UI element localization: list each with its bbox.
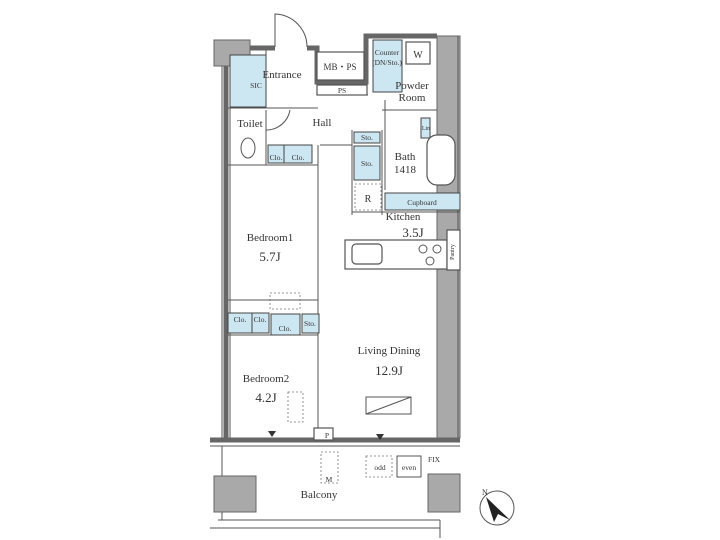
meter-label: M (326, 475, 333, 484)
furniture-outline (269, 292, 301, 310)
north-label: N (482, 488, 488, 497)
closet-1-label: Clo. (270, 153, 283, 162)
closet-5 (270, 313, 301, 336)
living-dining-label: Living Dining (358, 345, 421, 357)
washer-label: W (413, 50, 423, 61)
outdoor-unit-odd (365, 455, 393, 478)
refrigerator-label: R (365, 194, 372, 205)
stove-burner (432, 244, 442, 254)
cupboard (384, 192, 461, 211)
storage-small (353, 131, 381, 144)
pipe-label: P (325, 431, 329, 440)
pantry-label: Pantry (450, 244, 456, 260)
bath-size: 1418 (394, 164, 417, 176)
column-bottom-right (427, 473, 461, 513)
stove-burner (418, 244, 428, 254)
mb-ps-label: MB・PS (323, 62, 356, 72)
odd-label: odd (374, 463, 386, 472)
toilet-label: Toilet (237, 118, 263, 130)
outdoor-unit-even (396, 455, 422, 478)
column-bottom-left (213, 475, 257, 513)
powder-room-label-2: Room (399, 92, 426, 104)
refrigerator-space (354, 183, 382, 211)
counter-storage (372, 39, 403, 93)
balcony-label: Balcony (301, 489, 338, 501)
washer-space (405, 41, 431, 65)
window-marker (376, 434, 384, 440)
closet-2-label: Clo. (292, 153, 305, 162)
window-marker (268, 431, 276, 437)
kitchen-size: 3.5J (402, 225, 423, 240)
bathtub (426, 134, 456, 186)
compass-circle (479, 490, 515, 526)
linen-storage (420, 117, 431, 139)
sink (351, 243, 383, 265)
cupboard-label: Cupboard (407, 198, 437, 207)
closet-4 (251, 312, 270, 334)
entrance-label: Entrance (262, 69, 301, 81)
pipe-space (313, 427, 334, 441)
closet-3-label: Clo. (234, 315, 247, 324)
pantry (446, 229, 461, 271)
storage-small-label: Sto. (361, 133, 373, 142)
meter-box (320, 451, 339, 484)
bedroom2-label: Bedroom2 (243, 373, 289, 385)
ps-shaft (316, 84, 368, 96)
storage-3 (301, 313, 320, 334)
counter-sub-label: (DN/Sto.) (372, 58, 402, 67)
fix-label: FIX (428, 455, 441, 464)
dining-table (365, 396, 412, 415)
storage (353, 145, 381, 181)
even-label: even (402, 463, 416, 472)
storage-3-label: Sto. (304, 319, 316, 328)
ps-label: PS (338, 86, 346, 95)
bedroom2-size: 4.2J (255, 390, 276, 405)
closet-5-label: Clo. (279, 324, 292, 333)
bath-label: Bath (395, 151, 416, 163)
storage-label: Sto. (361, 159, 373, 168)
closet-2 (283, 144, 313, 164)
living-dining-size: 12.9J (375, 363, 403, 378)
hall-label: Hall (313, 117, 332, 129)
powder-room-label-1: Powder (395, 80, 429, 92)
sic-storage (229, 54, 267, 108)
mb-ps-shaft (316, 51, 365, 81)
stove-burner (425, 256, 435, 266)
sic-label: SIC (250, 81, 262, 90)
bedroom1-label: Bedroom1 (247, 232, 293, 244)
bed-outline (287, 391, 304, 423)
north-arrow-icon (486, 497, 510, 522)
toilet-fixture (240, 137, 256, 159)
north-arrow: N (479, 488, 515, 526)
linen-label: Lin (422, 126, 430, 132)
counter-label: Counter (375, 48, 400, 57)
closet-4-label: Clo. (254, 315, 267, 324)
entrance-door (274, 13, 308, 48)
bedroom1-size: 5.7J (259, 249, 280, 264)
kitchen-label: Kitchen (386, 211, 421, 223)
